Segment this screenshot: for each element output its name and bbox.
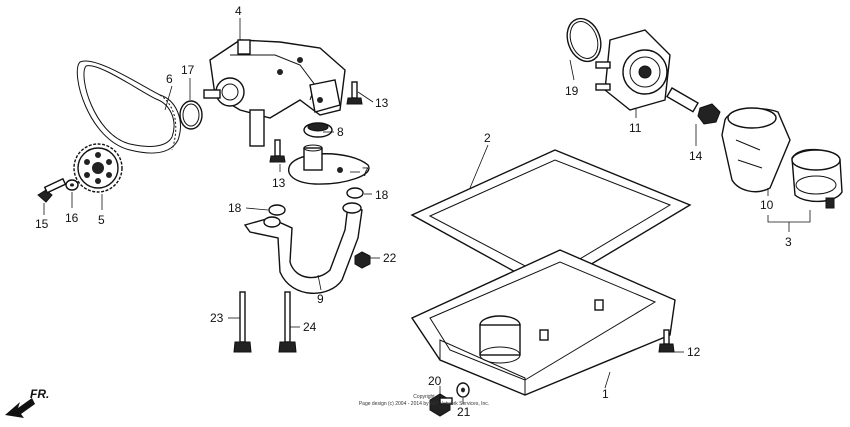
callout-13-lower: 13 (272, 176, 286, 190)
callout-3: 3 (785, 235, 792, 249)
drain-washer[interactable] (456, 382, 470, 398)
callout-10: 10 (760, 198, 774, 212)
flange-bolt-12[interactable] (658, 329, 675, 353)
callout-20: 20 (428, 374, 442, 388)
o-ring-17[interactable] (179, 100, 203, 130)
callout-18-right: 18 (375, 188, 389, 202)
o-ring-19[interactable] (561, 14, 606, 66)
oil-filter-cartridge[interactable] (791, 148, 843, 209)
callout-17: 17 (181, 63, 195, 77)
callout-8-seal: 8 (337, 125, 344, 139)
callout-14: 14 (689, 149, 703, 163)
oil-cooler[interactable] (595, 29, 671, 111)
callout-21: 21 (457, 405, 471, 419)
callouts: 4 6 17 13 8 7 13 18 18 9 22 23 24 2 1 12… (30, 4, 792, 419)
callout-16: 16 (65, 211, 79, 225)
callout-15: 15 (35, 217, 49, 231)
oil-filter[interactable] (721, 107, 791, 193)
copyright-line-1: Copyright (413, 394, 435, 400)
callout-1: 1 (602, 387, 609, 401)
sprocket[interactable] (73, 143, 123, 193)
oil-pan[interactable] (410, 249, 676, 396)
callout-23: 23 (210, 311, 224, 325)
oil-seal[interactable] (303, 122, 333, 138)
callout-13-upper: 13 (375, 96, 389, 110)
callout-2: 2 (484, 131, 491, 145)
baffle-plate[interactable] (288, 144, 370, 185)
flange-bolt-13-lower[interactable] (269, 139, 286, 163)
flange-bolt-13-upper[interactable] (346, 81, 363, 105)
callout-6: 6 (166, 72, 173, 86)
callout-9: 9 (317, 292, 324, 306)
callout-12: 12 (687, 345, 701, 359)
leader-lines (43, 18, 811, 404)
callout-22: 22 (383, 251, 397, 265)
direction-label: FR. (30, 387, 49, 401)
copyright-notice: Copyright Page design (c) 2004 - 2014 by… (359, 394, 489, 407)
washer[interactable] (65, 179, 79, 191)
callout-11: 11 (629, 121, 642, 135)
callout-19: 19 (565, 84, 579, 98)
flange-bolt-15[interactable] (37, 177, 67, 203)
callout-5: 5 (98, 213, 105, 227)
flange-bolt-22[interactable] (354, 251, 371, 269)
drive-chain[interactable] (76, 60, 181, 154)
oil-cooler-joint-bolt[interactable] (666, 87, 721, 125)
o-ring-18-right[interactable] (346, 187, 364, 199)
oil-pump[interactable] (203, 39, 346, 147)
oil-pan-gasket[interactable] (410, 149, 692, 291)
callout-24: 24 (303, 320, 317, 334)
callout-7: 7 (362, 165, 369, 179)
front-direction-arrow (5, 398, 35, 418)
stud-bolt-24[interactable] (278, 291, 297, 353)
stud-bolt-23[interactable] (233, 291, 252, 353)
callout-4: 4 (235, 4, 242, 18)
callout-18-left: 18 (228, 201, 242, 215)
o-ring-18-left[interactable] (268, 204, 286, 216)
oil-strainer-pipe[interactable] (243, 202, 363, 294)
copyright-line-2: Page design (c) 2004 - 2014 by ARI Netwo… (359, 401, 489, 407)
